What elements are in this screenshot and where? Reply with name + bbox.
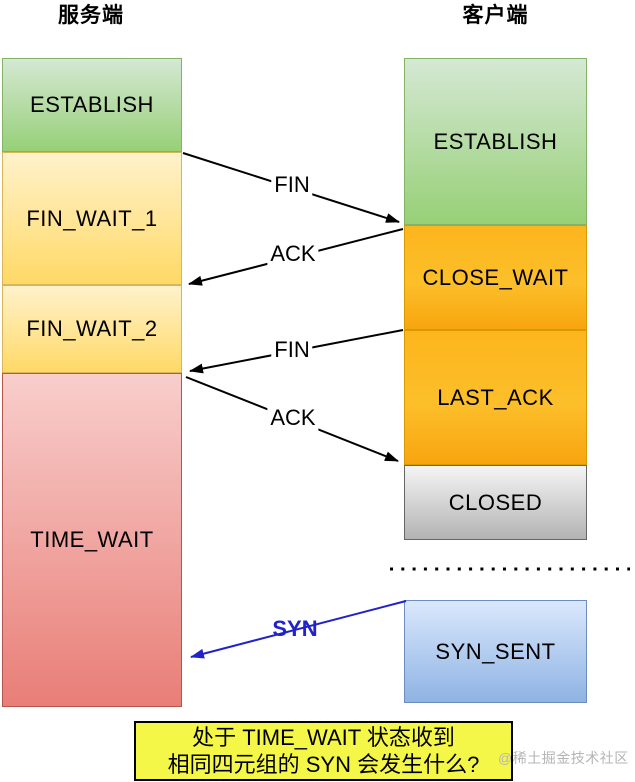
question-note: 处于 TIME_WAIT 状态收到 相同四元组的 SYN 会发生什么?: [134, 721, 513, 781]
client-column-title: 客户端: [462, 4, 529, 27]
question-note-line1: 处于 TIME_WAIT 状态收到: [192, 725, 455, 750]
state-label: LAST_ACK: [437, 384, 554, 410]
state-label: TIME_WAIT: [30, 527, 154, 552]
state-box-server-fin-wait-1: FIN_WAIT_1: [2, 152, 182, 285]
syn-label: SYN: [272, 616, 318, 641]
fin-label-2: FIN: [271, 337, 313, 363]
state-box-client-last-ack: LAST_ACK: [404, 330, 587, 465]
ack-label-2: ACK: [267, 405, 319, 431]
state-box-server-establish: ESTABLISH: [2, 58, 182, 152]
fin-label-1: FIN: [271, 172, 313, 198]
state-label: FIN_WAIT_1: [26, 205, 158, 231]
watermark: @稀土掘金技术社区: [498, 750, 629, 766]
state-label: CLOSE_WAIT: [422, 264, 569, 290]
state-box-server-fin-wait-2: FIN_WAIT_2: [2, 285, 182, 373]
state-box-client-establish: ESTABLISH: [404, 58, 587, 225]
state-box-client-syn-sent: SYN_SENT: [404, 600, 587, 703]
state-label: FIN_WAIT_2: [26, 316, 158, 341]
question-note-line2: 相同四元组的 SYN 会发生什么?: [167, 752, 480, 777]
state-label: CLOSED: [448, 489, 543, 515]
state-box-server-time-wait: TIME_WAIT: [2, 373, 182, 707]
state-label: ESTABLISH: [433, 128, 558, 154]
state-label: SYN_SENT: [435, 638, 556, 664]
state-box-client-close-wait: CLOSE_WAIT: [404, 225, 587, 330]
ack-label-1: ACK: [267, 241, 319, 267]
server-column-title: 服务端: [58, 4, 124, 27]
state-label: ESTABLISH: [30, 92, 154, 117]
state-box-client-closed: CLOSED: [404, 465, 587, 540]
